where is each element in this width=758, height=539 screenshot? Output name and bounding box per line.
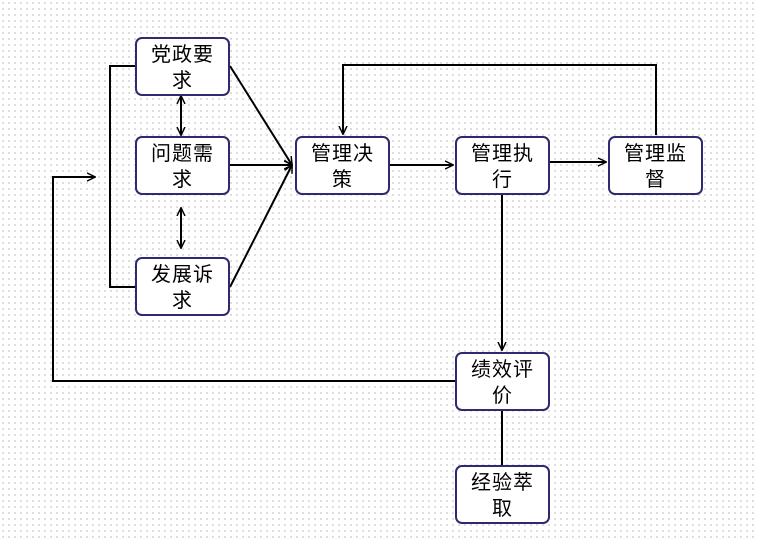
input-group-bracket	[109, 65, 135, 288]
node-management-decision: 管理决策	[295, 136, 390, 195]
node-development-appeals: 发展诉求	[135, 257, 230, 316]
node-management-execution: 管理执行	[455, 136, 550, 195]
node-performance-evaluation: 绩效评价	[455, 352, 550, 411]
node-experience-extraction: 经验萃取	[455, 465, 550, 524]
arrow-evaluation-feedback	[52, 177, 456, 382]
node-management-supervision: 管理监督	[608, 136, 703, 195]
arrow-requirements-to-decision	[229, 65, 292, 165]
node-party-requirements: 党政要求	[135, 37, 230, 96]
arrow-appeals-to-decision	[229, 165, 292, 288]
node-problem-needs: 问题需求	[135, 136, 230, 195]
arrow-supervision-to-decision	[343, 64, 657, 135]
